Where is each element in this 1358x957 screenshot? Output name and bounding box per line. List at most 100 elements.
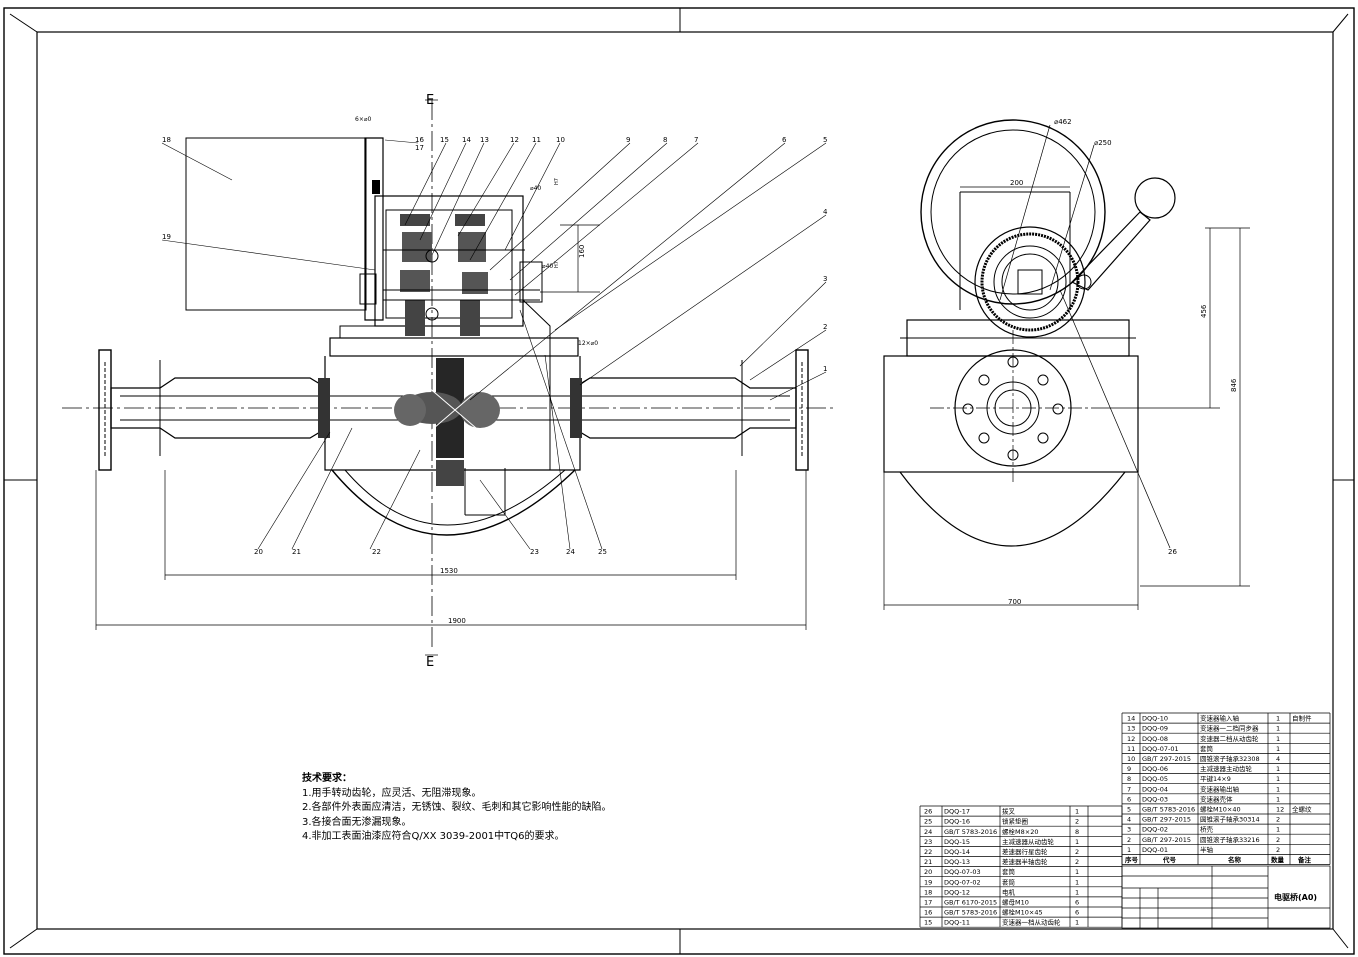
dim-shaft-spacing: 160 (578, 245, 586, 258)
bom-qty: 12 (1276, 806, 1284, 814)
bom-no: 17 (924, 899, 932, 907)
bom-qty: 1 (1276, 785, 1280, 793)
bom-qty: 2 (1075, 858, 1079, 866)
bom-code: DQQ-14 (944, 848, 970, 856)
bom-qty: 1 (1075, 868, 1079, 876)
balloon-3: 3 (823, 275, 827, 283)
bom-no: 19 (924, 878, 932, 886)
bom-qty: 1 (1276, 765, 1280, 773)
balloon-19: 19 (162, 233, 171, 241)
bom-qty: 8 (1075, 828, 1079, 836)
bom-name: 套筒 (1002, 867, 1016, 876)
bom-no: 1 (1127, 846, 1131, 854)
bom-no: 13 (1127, 725, 1135, 733)
bom-no: 14 (1127, 715, 1135, 723)
bom-code: DQQ-10 (1142, 715, 1168, 723)
balloon-13: 13 (480, 136, 489, 144)
bom-header-note: 备注 (1297, 855, 1312, 864)
balloon-9: 9 (626, 136, 630, 144)
tech-note-2: 2.各部件外表面应清洁，无锈蚀、裂纹、毛刺和其它影响性能的缺陷。 (302, 802, 612, 813)
bom-name: 变速器二档从动齿轮 (1200, 734, 1259, 743)
bom-code: DQQ-02 (1142, 826, 1168, 834)
dim-drum-width: 200 (1010, 179, 1023, 187)
bom-no: 3 (1127, 826, 1131, 834)
balloon-14: 14 (462, 136, 471, 144)
bom-qty: 1 (1075, 838, 1079, 846)
bom-code: DQQ-13 (944, 858, 970, 866)
bom-no: 10 (1127, 755, 1135, 763)
dim-width: 700 (1008, 598, 1021, 606)
bom-code: DQQ-11 (944, 919, 970, 927)
bom-no: 21 (924, 858, 932, 866)
bom-name: 半轴 (1200, 845, 1214, 854)
balloon-23: 23 (530, 548, 539, 556)
balloon-5: 5 (823, 136, 827, 144)
bom-name: 主减速器从动齿轮 (1002, 837, 1055, 846)
bom-code: DQQ-04 (1142, 785, 1168, 793)
bom-qty: 2 (1276, 816, 1280, 824)
bom-code: DQQ-12 (944, 888, 970, 896)
bom-no: 5 (1127, 806, 1131, 814)
bom-name: 圆锥滚子轴承32308 (1200, 754, 1260, 763)
bom-code: DQQ-16 (944, 818, 970, 826)
tech-note-3: 3.各接合面无渗漏现象。 (302, 816, 412, 828)
bom-qty: 1 (1276, 795, 1280, 803)
bom-code: DQQ-03 (1142, 795, 1168, 803)
tech-note-4: 4.非加工表面油漆应符合Q/XX 3039-2001中TQ6的要求。 (302, 831, 565, 842)
bom-name: 螺栓M8×20 (1002, 827, 1038, 836)
balloon-17: 17 (415, 144, 424, 152)
balloon-4: 4 (823, 208, 828, 216)
bom-name: 桥壳 (1200, 825, 1214, 834)
bom-code: DQQ-07-01 (1142, 745, 1179, 753)
dim-axle-length: 1530 (440, 567, 458, 575)
bom-header-code: 代号 (1162, 855, 1177, 864)
bom-qty: 6 (1075, 899, 1079, 907)
tech-notes-title: 技术要求： (302, 773, 352, 784)
bom-no: 11 (1127, 745, 1135, 753)
bom-name: 主减速器主动齿轮 (1200, 764, 1253, 773)
bom-name: 螺栓M10×45 (1002, 908, 1043, 917)
bom-no: 22 (924, 848, 932, 856)
bom-code: DQQ-15 (944, 838, 970, 846)
bom-no: 12 (1127, 735, 1135, 743)
dim-dia-inner: ⌀250 (1094, 139, 1112, 147)
balloon-24: 24 (566, 548, 575, 556)
bom-code: GB/T 297-2015 (1142, 836, 1191, 844)
side-view (883, 119, 1176, 547)
bom-code: GB/T 297-2015 (1142, 755, 1191, 763)
leader-lines-front (161, 139, 827, 550)
bom-name: 差速器半轴齿轮 (1002, 857, 1048, 866)
bom-qty: 2 (1276, 836, 1280, 844)
bom-name: 圆锥滚子轴承33216 (1200, 835, 1260, 844)
dim-chamfer-top: 6×⌀0 (355, 116, 371, 123)
bom-name: 变速器壳体 (1200, 794, 1233, 803)
dim-chamfer-mid: 12×⌀0 (578, 340, 598, 347)
bom-qty: 1 (1075, 919, 1079, 927)
outer-frame (3, 7, 1355, 955)
bom-no: 6 (1127, 795, 1131, 803)
bom-name: 变速器输出轴 (1200, 784, 1240, 793)
bom-code: GB/T 297-2015 (1142, 816, 1191, 824)
bom-no: 8 (1127, 775, 1131, 783)
balloon-26: 26 (1168, 548, 1177, 556)
bom-note: 自制件 (1292, 714, 1312, 723)
bom-code: GB/T 5783-2016 (944, 909, 997, 917)
bom-no: 18 (924, 888, 932, 896)
bom-qty: 4 (1276, 755, 1280, 763)
bom-qty: 1 (1075, 808, 1079, 816)
dim-dia-40-mid: ⌀40 (542, 263, 553, 270)
balloon-16: 16 (415, 136, 424, 144)
inner-frame (36, 31, 1334, 930)
bom-name: 变速器一二档同步器 (1200, 724, 1259, 733)
bom-code: DQQ-17 (944, 808, 970, 816)
front-dimensions (95, 99, 807, 656)
section-label-top: E (426, 93, 434, 108)
bom-qty: 1 (1276, 826, 1280, 834)
balloon-6: 6 (782, 136, 787, 144)
dim-overall-length: 1900 (448, 617, 466, 625)
bom-code: DQQ-09 (1142, 725, 1168, 733)
balloon-22: 22 (372, 548, 381, 556)
bom-qty: 6 (1075, 909, 1079, 917)
